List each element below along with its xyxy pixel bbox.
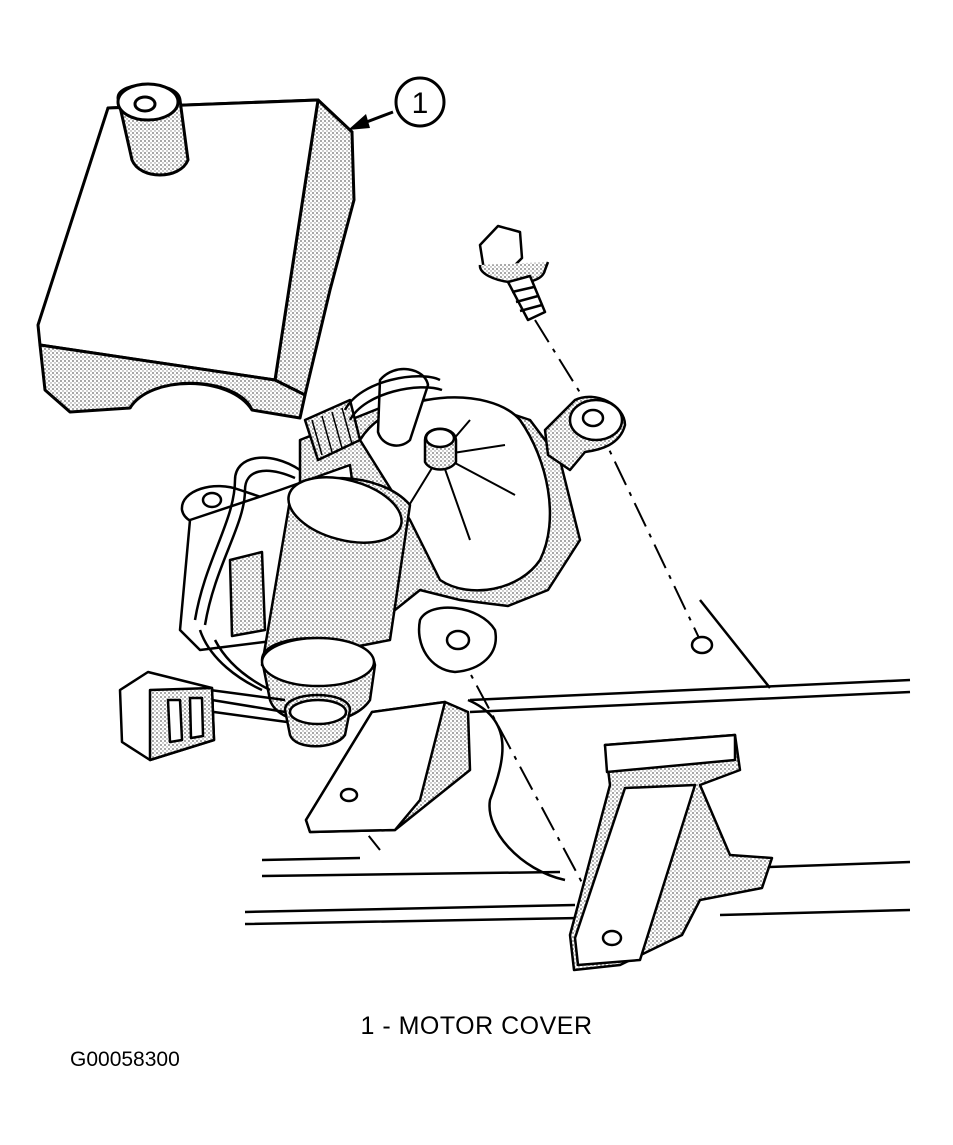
electrical-connector (118, 670, 216, 762)
figure-caption: 1 - MOTOR COVER (360, 1012, 593, 1040)
callout-1: 1 (348, 76, 446, 130)
callout-number: 1 (412, 87, 429, 120)
callout-arrowhead (348, 114, 370, 130)
motor-cover (36, 82, 356, 420)
figure-id: G00058300 (70, 1048, 180, 1071)
wire-harness (193, 375, 443, 724)
mounting-bolt (478, 224, 550, 322)
callout-circle (394, 76, 446, 128)
floor-mounting-hole (690, 635, 714, 655)
left-mounting-bracket (304, 700, 472, 834)
motor-assembly (178, 367, 627, 748)
right-mounting-bracket (568, 733, 774, 972)
